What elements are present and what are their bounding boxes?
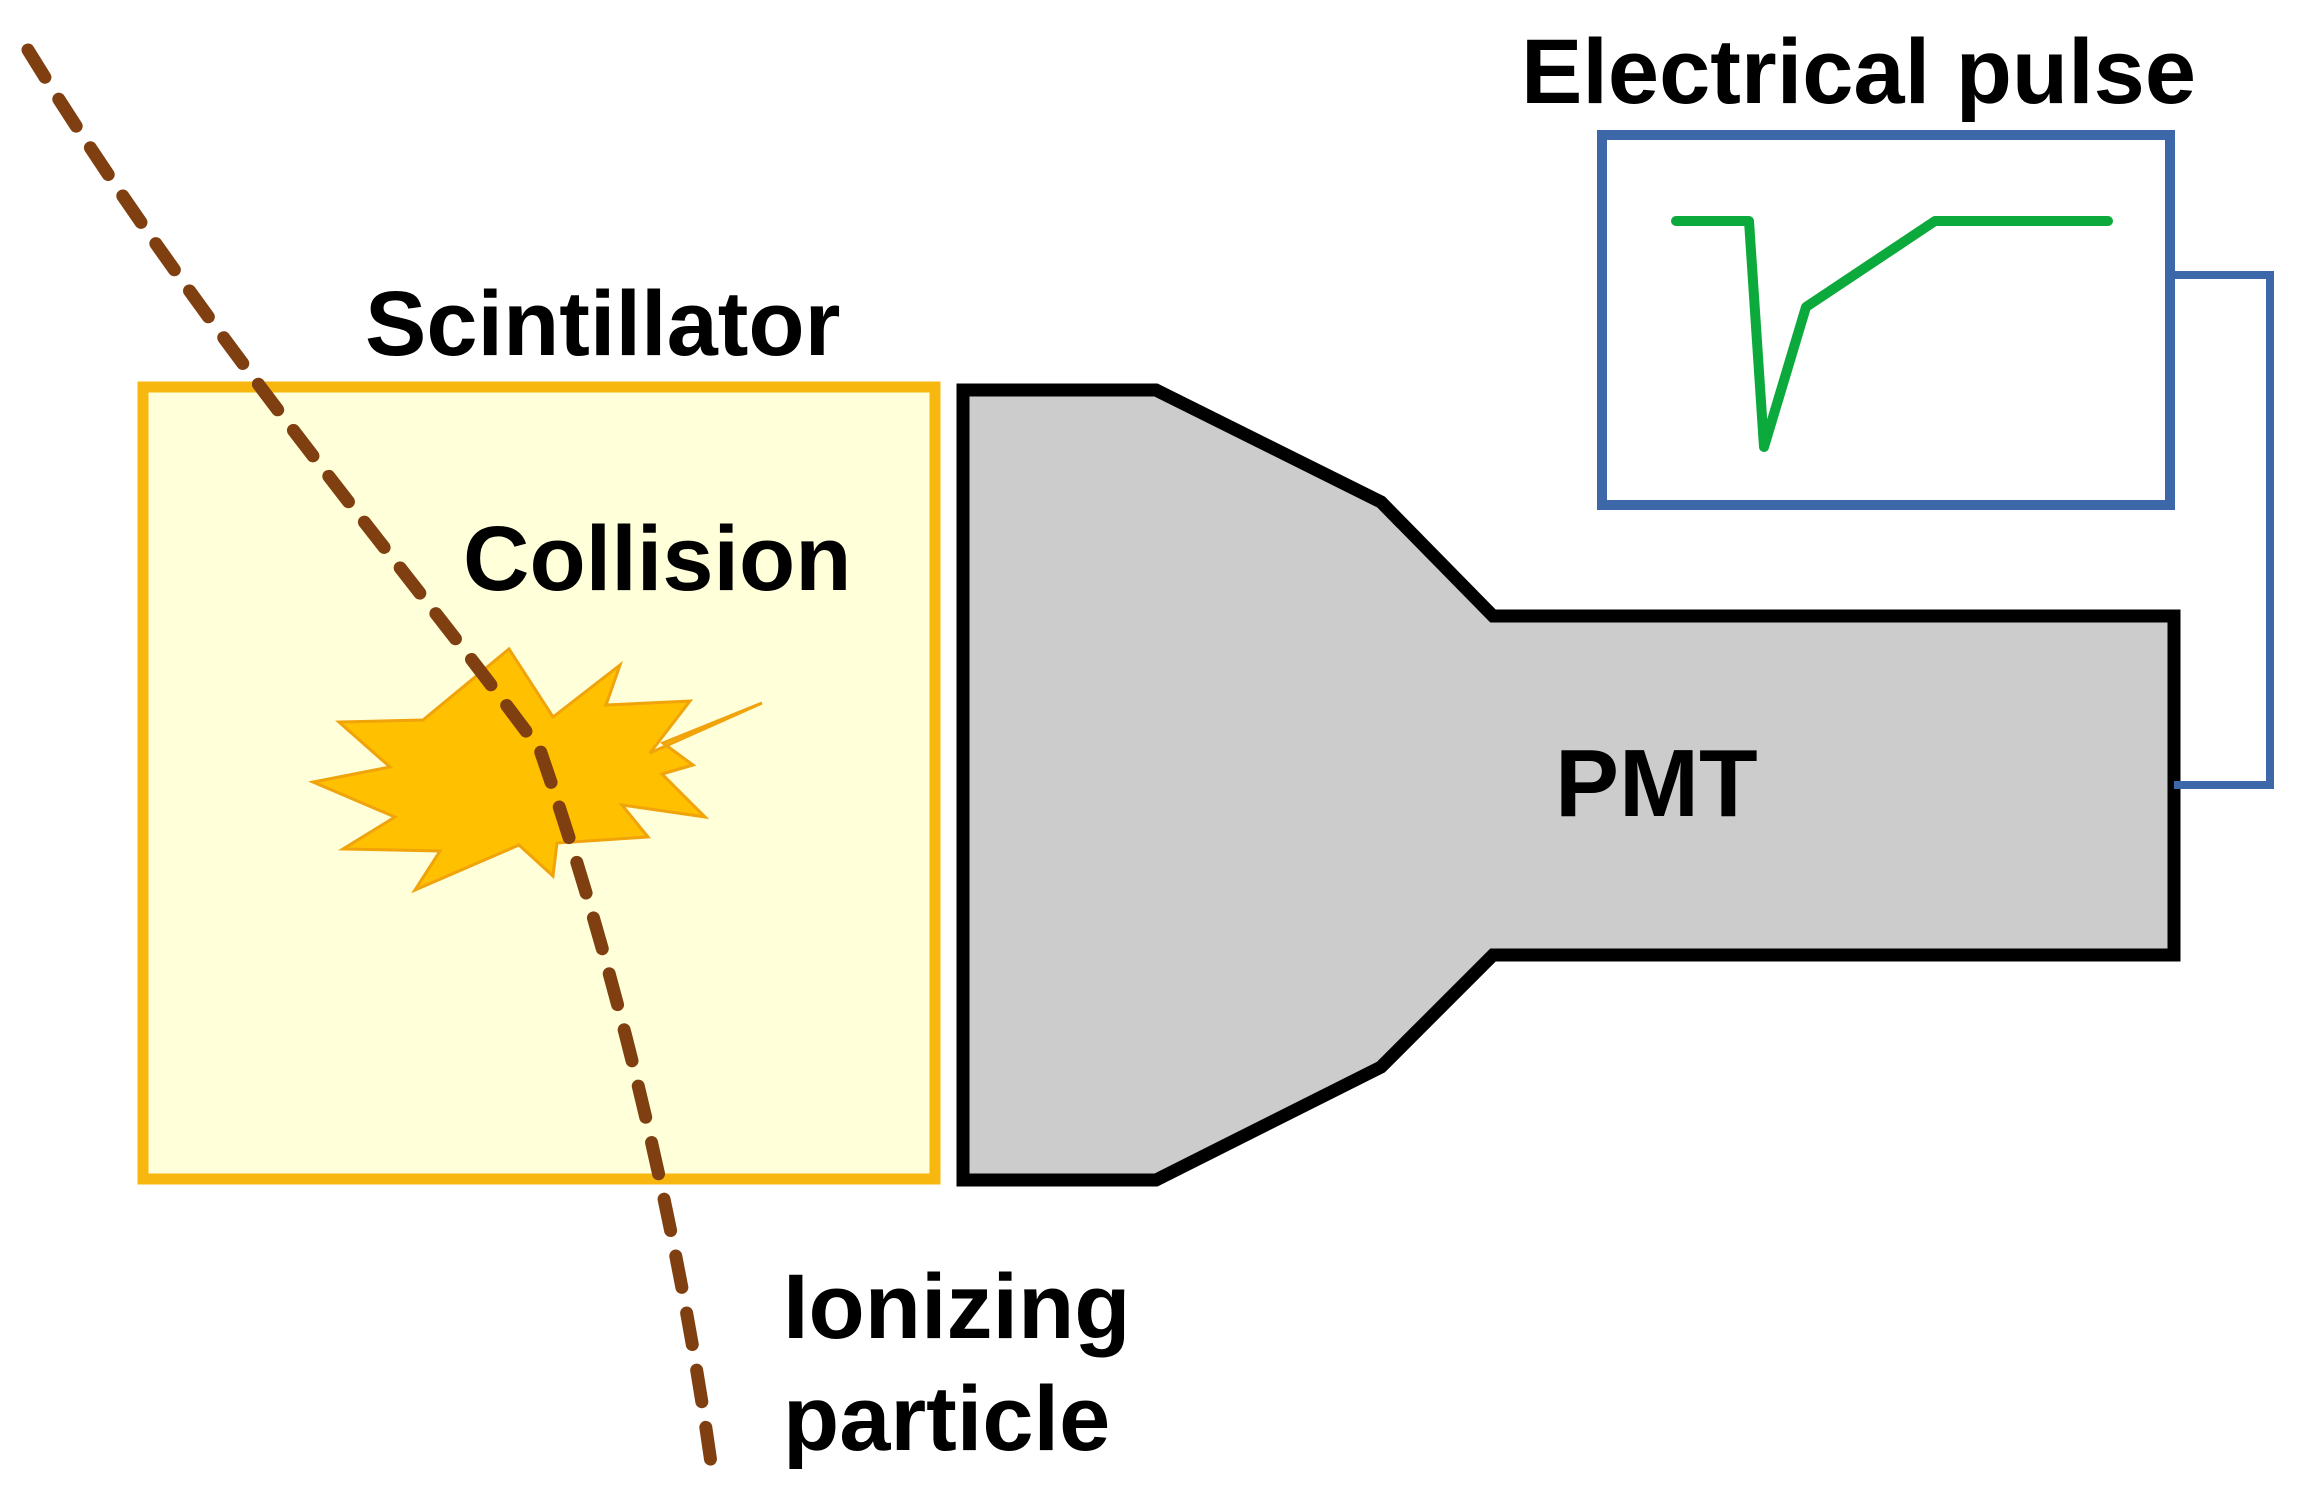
scintillator-label: Scintillator	[365, 273, 840, 375]
ionizing-particle-label-line1: Ionizing	[783, 1256, 1130, 1358]
electrical-pulse-label: Electrical pulse	[1521, 21, 2196, 123]
pmt-tube	[956, 383, 2181, 1187]
pulse-display-box	[1597, 130, 2175, 510]
particle-track	[21, 43, 719, 1477]
pmt-label: PMT	[1555, 730, 1758, 837]
collision-label: Collision	[463, 508, 851, 610]
signal-cable	[2170, 271, 2274, 789]
pulse-waveform	[1671, 216, 2113, 452]
collision-burst	[307, 646, 763, 894]
ionizing-particle-label-line2: particle	[783, 1368, 1110, 1470]
